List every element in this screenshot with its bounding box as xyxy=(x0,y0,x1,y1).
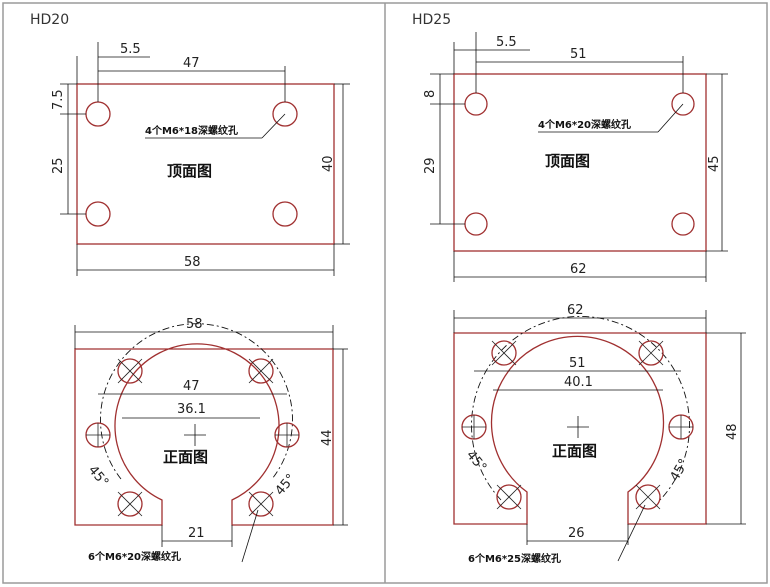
view-label: 顶面图 xyxy=(167,162,212,180)
dim-hole-spacing-y: 25 xyxy=(51,157,66,174)
mounting-hole xyxy=(85,101,111,127)
bolt-hole xyxy=(638,340,664,366)
dim-edge-offset-y: 7.5 xyxy=(51,89,66,110)
view-label: 顶面图 xyxy=(545,152,590,170)
dim-hole-spacing-y: 29 xyxy=(423,157,438,174)
bolt-hole xyxy=(117,358,143,384)
dim-width: 58 xyxy=(184,255,201,270)
dim-bore: 40.1 xyxy=(564,375,593,390)
bolt-hole xyxy=(491,340,517,366)
front-view: 正面图 58 47 36.1 44 21 45° 45° xyxy=(74,317,348,563)
hole-note: 4个M6*18深螺纹孔 xyxy=(145,124,238,137)
dim-height: 48 xyxy=(725,423,740,440)
bolt-holes xyxy=(461,340,694,510)
front-view: 正面图 62 51 40.1 48 26 45° 45° xyxy=(453,303,746,565)
angle-label: 45° xyxy=(463,448,489,475)
panel-hd25: HD25 5.5 51 8 29 xyxy=(412,12,746,565)
dim-width: 62 xyxy=(570,262,587,277)
dim-bore: 36.1 xyxy=(177,402,206,417)
mounting-hole xyxy=(85,201,111,227)
top-view: 5.5 47 7.5 25 40 58 4个M6*18深螺纹孔 xyxy=(51,42,350,276)
dim-edge-offset-y: 8 xyxy=(423,90,438,98)
angle-label: 45° xyxy=(273,471,299,498)
top-view: 5.5 51 8 29 45 62 4个M6*20深螺纹孔 xyxy=(423,32,728,282)
mounting-hole xyxy=(272,201,298,227)
pitch-circle xyxy=(100,323,293,480)
dim-slot: 26 xyxy=(568,526,585,541)
panel-hd20: HD20 5.5 47 7.5 25 xyxy=(30,12,350,563)
top-plate-outline xyxy=(76,83,335,245)
dim-height: 40 xyxy=(321,155,336,172)
bolt-hole xyxy=(496,484,522,510)
dim-hole-spacing-x: 51 xyxy=(570,47,587,62)
angle-label: 45° xyxy=(85,463,111,490)
mounting-hole xyxy=(671,212,695,236)
dim-edge-offset: 5.5 xyxy=(496,35,517,50)
hole-note: 6个M6*25深螺纹孔 xyxy=(468,552,561,565)
dim-pcd: 51 xyxy=(569,356,586,371)
front-body-outline xyxy=(453,332,707,525)
top-plate-outline xyxy=(453,73,707,252)
dim-hole-spacing-x: 47 xyxy=(183,56,200,71)
model-label: HD20 xyxy=(30,12,69,28)
dim-height: 45 xyxy=(707,155,722,172)
bolt-holes xyxy=(85,358,300,517)
dim-width: 62 xyxy=(567,303,584,318)
dim-height: 44 xyxy=(320,429,335,446)
angle-label: 45° xyxy=(667,457,692,484)
bolt-hole xyxy=(248,358,274,384)
dim-width: 58 xyxy=(186,317,203,332)
dim-edge-offset: 5.5 xyxy=(120,42,141,57)
hole-note: 6个M6*20深螺纹孔 xyxy=(88,550,181,563)
mounting-hole xyxy=(464,92,488,116)
dim-slot: 21 xyxy=(188,526,205,541)
model-label: HD25 xyxy=(412,12,451,28)
bolt-hole xyxy=(635,484,661,510)
bolt-hole xyxy=(248,491,274,517)
pitch-circle xyxy=(471,316,690,501)
bolt-hole xyxy=(117,491,143,517)
view-label: 正面图 xyxy=(552,442,597,460)
dim-pcd: 47 xyxy=(183,379,200,394)
front-body-outline xyxy=(74,343,334,526)
hole-note: 4个M6*20深螺纹孔 xyxy=(538,118,631,131)
mounting-hole xyxy=(464,212,488,236)
view-label: 正面图 xyxy=(163,448,208,466)
